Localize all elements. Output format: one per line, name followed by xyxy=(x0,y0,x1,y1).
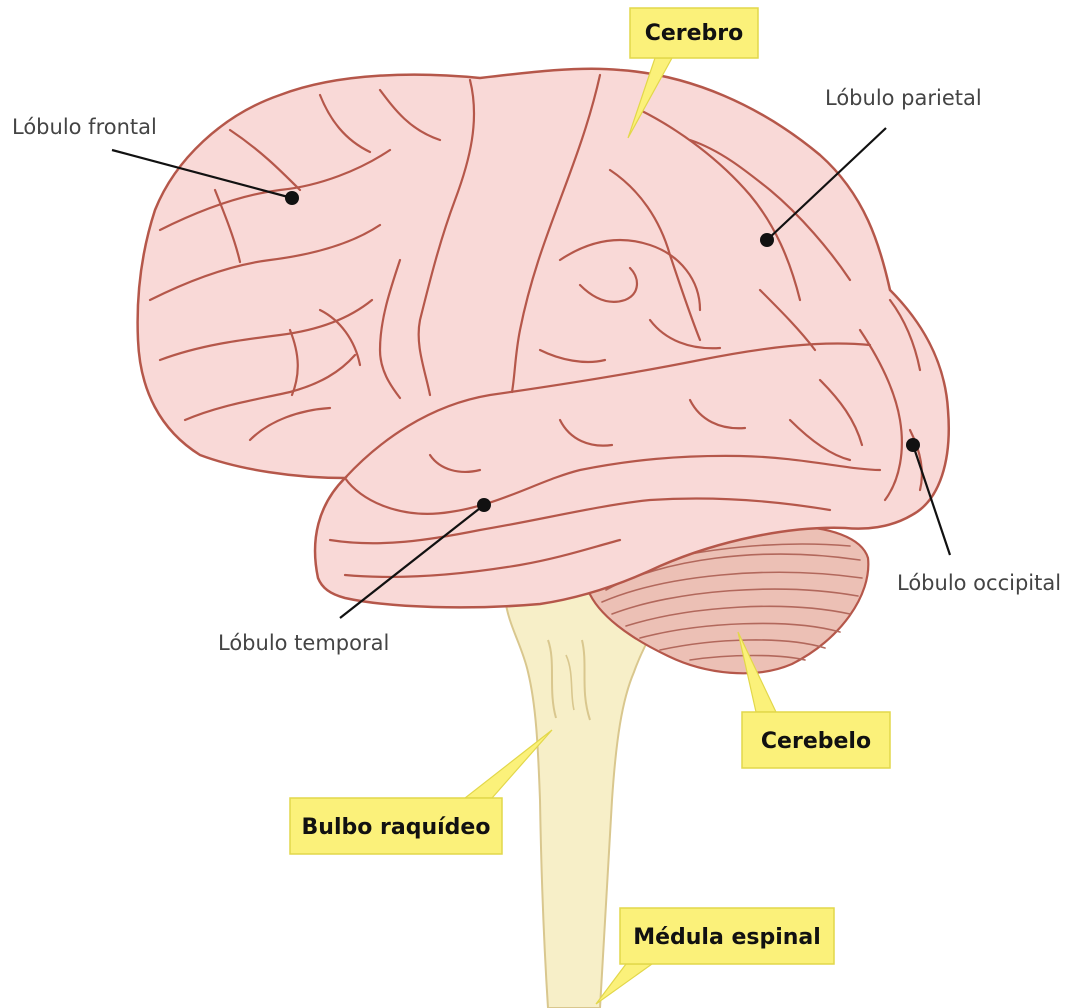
cerebrum xyxy=(136,67,950,609)
label-occipital-lobe: Lóbulo occipital xyxy=(897,571,1061,595)
lateral-sulcus xyxy=(343,342,872,480)
spinal-cord-shape xyxy=(503,590,658,1008)
parietal-marker xyxy=(760,233,774,247)
brainstem xyxy=(503,590,658,1008)
cerebrum-outline xyxy=(136,67,950,609)
label-temporal-lobe: Lóbulo temporal xyxy=(218,631,389,655)
callout-cerebro-label: Cerebro xyxy=(645,21,744,46)
temporal-pointer xyxy=(339,498,491,619)
occipital-marker xyxy=(906,438,920,452)
frontal-marker xyxy=(285,191,299,205)
callout-bulbo: Bulbo raquídeo xyxy=(289,729,553,855)
medulla-ridge-left xyxy=(547,639,557,719)
medulla-ridge-right xyxy=(581,639,591,721)
parietal-pointer xyxy=(760,127,887,247)
callout-medula-tail xyxy=(595,963,654,1005)
frontal-pointer xyxy=(111,148,299,205)
temporal-marker xyxy=(477,498,491,512)
label-frontal-lobe: Lóbulo frontal xyxy=(12,115,157,139)
occipital-pointer xyxy=(906,438,952,556)
callout-medula-label: Médula espinal xyxy=(633,925,821,950)
label-parietal-lobe: Lóbulo parietal xyxy=(825,86,982,110)
callout-bulbo-label: Bulbo raquídeo xyxy=(302,815,491,840)
callout-cerebro: Cerebro xyxy=(627,7,759,139)
callout-medula: Médula espinal xyxy=(595,907,835,1005)
callout-cerebelo-label: Cerebelo xyxy=(761,729,871,754)
medulla-ridge-mid xyxy=(565,654,575,711)
callout-cerebelo: Cerebelo xyxy=(737,631,891,769)
central-sulcus xyxy=(510,73,602,394)
